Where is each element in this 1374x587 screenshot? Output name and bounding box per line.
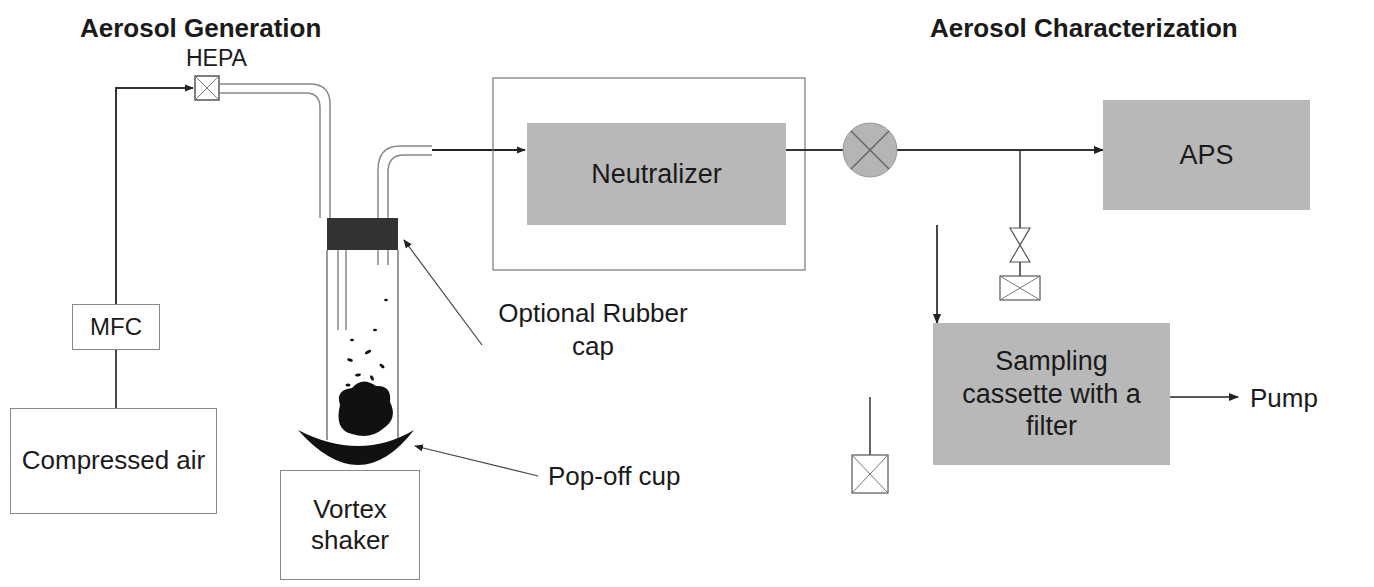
three-way-valve	[843, 123, 897, 177]
section-heading: Aerosol Generation	[80, 12, 321, 45]
flow-connector	[936, 225, 938, 323]
node-text: Compressed air	[22, 445, 206, 476]
inlet-tube	[338, 250, 346, 330]
neutralizer-housing	[493, 78, 805, 270]
process-box: Neutralizer	[527, 123, 786, 225]
flow-connector	[786, 149, 1103, 151]
part-label: Optional Rubber cap	[488, 297, 698, 362]
sampler-box: Sampling cassette with a filter	[933, 323, 1170, 465]
node-text: APS	[1179, 139, 1233, 171]
vial	[327, 218, 398, 440]
part-label: HEPA	[186, 44, 247, 73]
pop-off-cup	[298, 430, 414, 465]
node-text: Vortex shaker	[291, 494, 409, 556]
part-label: Pump	[1250, 382, 1318, 415]
needle-valve-symbol	[1010, 228, 1030, 262]
shaker-box: Vortex shaker	[280, 470, 420, 580]
flow-arrow	[432, 149, 525, 151]
inlet-tube	[219, 93, 320, 218]
flow-connector	[115, 350, 117, 408]
leader-line	[415, 446, 538, 476]
source-box: Compressed air	[10, 408, 217, 514]
bleed-filter-symbol	[852, 455, 888, 493]
instrument-box: APS	[1103, 100, 1310, 210]
section-heading: Aerosol Characterization	[930, 12, 1238, 45]
outlet-tube	[378, 250, 388, 265]
outlet-tube	[388, 155, 432, 218]
node-text: MFC	[90, 313, 142, 342]
leader-line	[404, 240, 482, 345]
inlet-tube	[219, 84, 330, 225]
pump-arrow	[1170, 396, 1238, 398]
node-text: Neutralizer	[591, 158, 722, 190]
part-label: Pop-off cup	[548, 460, 681, 493]
outlet-tube	[378, 146, 432, 218]
hepa-filter-symbol	[195, 76, 219, 100]
node-text: Sampling cassette with a filter	[943, 345, 1160, 442]
bleed-line	[869, 397, 871, 455]
branch-filter-symbol	[1000, 276, 1040, 300]
controller-box: MFC	[72, 304, 160, 350]
air-line	[116, 88, 193, 304]
